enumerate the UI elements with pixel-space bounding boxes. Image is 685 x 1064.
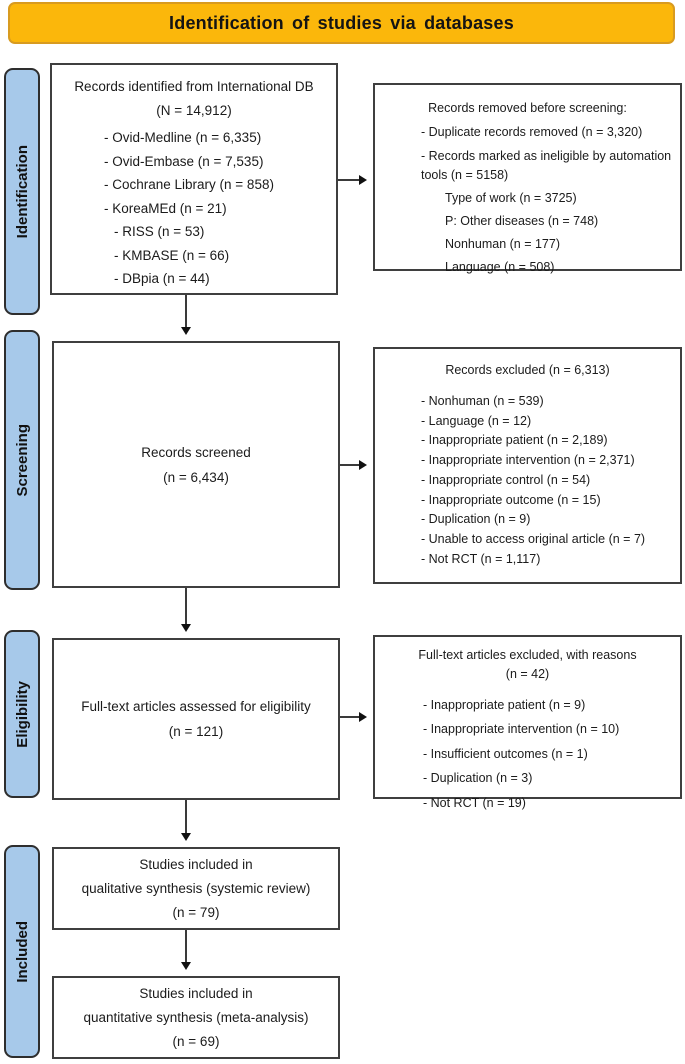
stage-label-identification-text: Identification [13, 144, 31, 239]
list-item: - Duplicate records removed (n = 3,320) [421, 125, 643, 139]
list-item: - Duplication (n = 3) [423, 771, 533, 786]
qualitative-line1: Studies included in [139, 856, 253, 872]
records-screened-title: Records screened [141, 444, 251, 460]
fulltext-excluded-list: - Inappropriate patient (n = 9) - Inappr… [375, 693, 680, 815]
quantitative-line2: quantitative synthesis (meta-analysis) [83, 1009, 309, 1025]
list-item: - Language (n = 12) [421, 413, 532, 428]
header-banner-title: Identification of studies via databases [169, 12, 514, 33]
box-records-removed: Records removed before screening: - Dupl… [373, 83, 682, 274]
arrow-screened-to-excluded [340, 460, 367, 469]
stage-label-screening: Screening [4, 330, 40, 590]
list-item: - Ovid-Embase (n = 7,535) [104, 153, 264, 169]
quantitative-line1: Studies included in [139, 985, 253, 1001]
records-identified-total: (N = 14,912) [156, 103, 232, 118]
fulltext-excluded-count: (n = 42) [505, 667, 550, 681]
box-qualitative-synthesis: Studies included in qualitative synthesi… [52, 847, 340, 930]
list-item: - Not RCT (n = 1,117) [421, 551, 541, 566]
qualitative-line2: qualitative synthesis (systemic review) [81, 880, 311, 896]
box-records-identified: Records identified from International DB… [50, 63, 338, 295]
stage-label-eligibility: Eligibility [4, 630, 40, 798]
list-item: - Nonhuman (n = 539) [421, 394, 544, 408]
arrow-fulltext-to-qualitative [181, 800, 190, 841]
fulltext-assessed-count: (n = 121) [168, 724, 224, 739]
list-item: - Duplication (n = 9) [421, 512, 531, 527]
box-records-screened: Records screened (n = 6,434) [52, 341, 340, 588]
list-item: - Inappropriate control (n = 54) [421, 472, 591, 487]
stage-label-identification: Identification [4, 68, 40, 315]
box-quantitative-synthesis: Studies included in quantitative synthes… [52, 976, 340, 1059]
list-item: - Not RCT (n = 19) [423, 795, 526, 810]
arrow-screened-to-fulltext [181, 588, 190, 632]
list-item: Language (n = 508) [445, 260, 555, 274]
list-item: - Inappropriate outcome (n = 15) [421, 492, 601, 507]
list-item: - Insufficient outcomes (n = 1) [423, 746, 588, 761]
stage-label-included: Included [4, 845, 40, 1058]
records-excluded-list: - Nonhuman (n = 539) - Language (n = 12)… [375, 392, 680, 569]
list-item: - KMBASE (n = 66) [114, 247, 230, 263]
header-banner: Identification of studies via databases [8, 2, 675, 44]
list-item: - Records marked as ineligible by automa… [421, 149, 672, 182]
box-fulltext-assessed: Full-text articles assessed for eligibil… [52, 638, 340, 800]
list-item: - RISS (n = 53) [114, 224, 205, 239]
list-item: - Cochrane Library (n = 858) [104, 177, 274, 192]
list-item: - DBpia (n = 44) [114, 271, 210, 286]
fulltext-assessed-title: Full-text articles assessed for eligibil… [81, 699, 311, 714]
records-identified-list: - Ovid-Medline (n = 6,335) - Ovid-Embase… [52, 126, 336, 291]
arrow-identified-to-screened [181, 295, 190, 335]
stage-label-screening-text: Screening [13, 423, 31, 497]
arrow-identified-to-removed [338, 175, 367, 184]
list-item: - Inappropriate intervention (n = 2,371) [421, 453, 635, 468]
list-item: - Inappropriate intervention (n = 10) [423, 722, 620, 737]
list-item: Nonhuman (n = 177) [445, 237, 561, 251]
records-excluded-title: Records excluded (n = 6,313) [445, 363, 610, 377]
list-item: - Inappropriate patient (n = 2,189) [421, 433, 608, 448]
qualitative-count: (n = 79) [172, 904, 220, 920]
arrow-qualitative-to-quantitative [181, 930, 190, 970]
fulltext-excluded-title: Full-text articles excluded, with reason… [418, 648, 637, 662]
stage-label-eligibility-text: Eligibility [13, 680, 31, 748]
quantitative-count: (n = 69) [172, 1033, 220, 1049]
list-item: - Unable to access original article (n =… [421, 531, 646, 546]
stage-label-included-text: Included [13, 920, 31, 983]
list-item: - KoreaMEd (n = 21) [104, 200, 227, 216]
box-fulltext-excluded: Full-text articles excluded, with reason… [373, 635, 682, 810]
records-removed-title: Records removed before screening: [428, 101, 627, 115]
list-item: - Inappropriate patient (n = 9) [423, 698, 586, 712]
records-screened-count: (n = 6,434) [163, 469, 229, 485]
box-records-excluded: Records excluded (n = 6,313) - Nonhuman … [373, 347, 682, 584]
list-item: Type of work (n = 3725) [445, 191, 577, 205]
list-item: P: Other diseases (n = 748) [445, 214, 599, 228]
arrow-fulltext-to-excluded [340, 712, 367, 721]
records-identified-title: Records identified from International DB [74, 79, 314, 94]
list-item: - Ovid-Medline (n = 6,335) [104, 130, 262, 145]
